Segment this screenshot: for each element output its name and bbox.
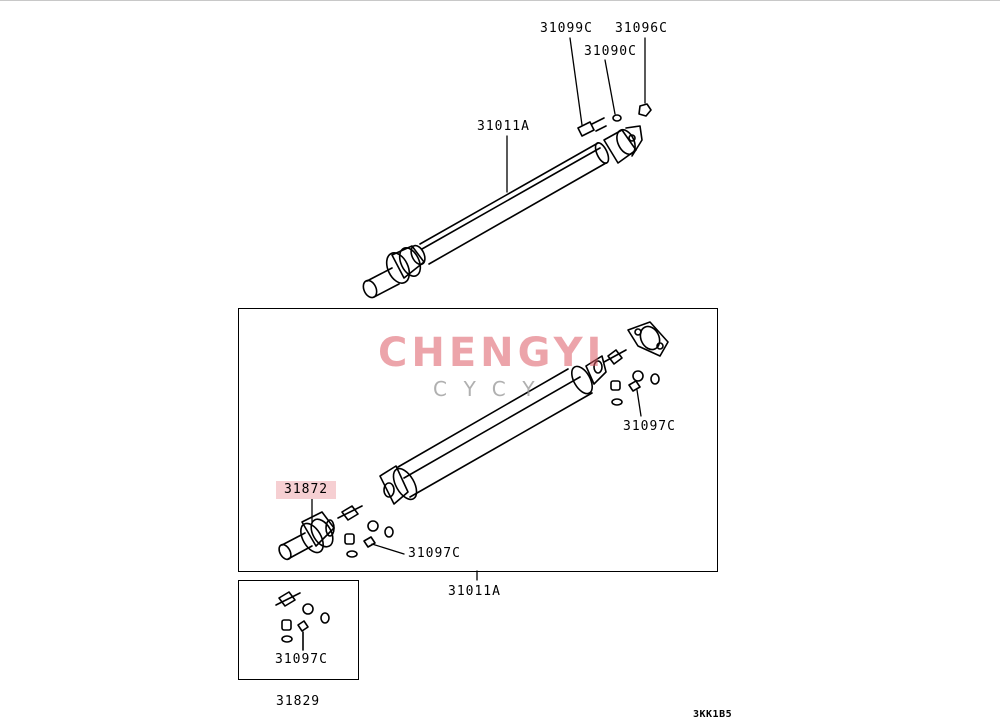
universal-joint-kit (275, 591, 330, 651)
leader-lines-top (506, 37, 646, 193)
part-label-31097c-small[interactable]: 31097C (275, 652, 328, 667)
part-label-31872[interactable]: 31872 (276, 481, 337, 499)
part-label-31099c[interactable]: 31099C (540, 21, 593, 36)
shaft-assembly-frame (238, 308, 718, 572)
part-label-31097c-right[interactable]: 31097C (623, 419, 676, 434)
part-label-31090c[interactable]: 31090C (584, 44, 637, 59)
part-label-31829[interactable]: 31829 (276, 694, 321, 709)
propeller-shaft-top (362, 103, 652, 299)
leader-lines-boxed (311, 389, 642, 581)
propeller-shaft-boxed (278, 321, 669, 561)
watermark-brand: CHENGYI (378, 330, 606, 376)
watermark-sub: CYCY (433, 377, 552, 401)
joint-kit-frame (238, 580, 359, 680)
top-border-line (0, 0, 1000, 1)
part-label-31097c-mid[interactable]: 31097C (408, 546, 461, 561)
part-label-31096c[interactable]: 31096C (615, 21, 668, 36)
part-label-31011a-box[interactable]: 31011A (448, 584, 501, 599)
part-label-31011a-top[interactable]: 31011A (477, 119, 530, 134)
diagram-code: 3KK1B5 (693, 709, 733, 720)
